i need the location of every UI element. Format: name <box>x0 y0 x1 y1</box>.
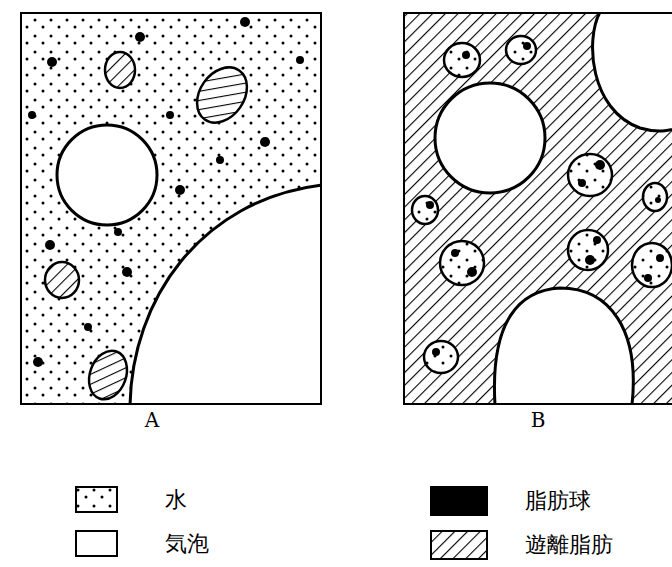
panel-b <box>403 12 672 405</box>
legend-text: 水 <box>165 489 187 511</box>
legend-text: 気泡 <box>165 533 209 555</box>
legend-swatch <box>75 530 118 557</box>
panel-label: A <box>145 410 159 430</box>
panel-label: B <box>531 410 546 430</box>
legend-swatch <box>430 530 488 560</box>
legend-swatch <box>430 486 488 516</box>
legend-text: 遊離脂肪 <box>525 534 613 556</box>
legend-text: 脂肪球 <box>525 490 591 512</box>
panel-a <box>20 12 322 405</box>
legend-swatch <box>75 486 118 513</box>
